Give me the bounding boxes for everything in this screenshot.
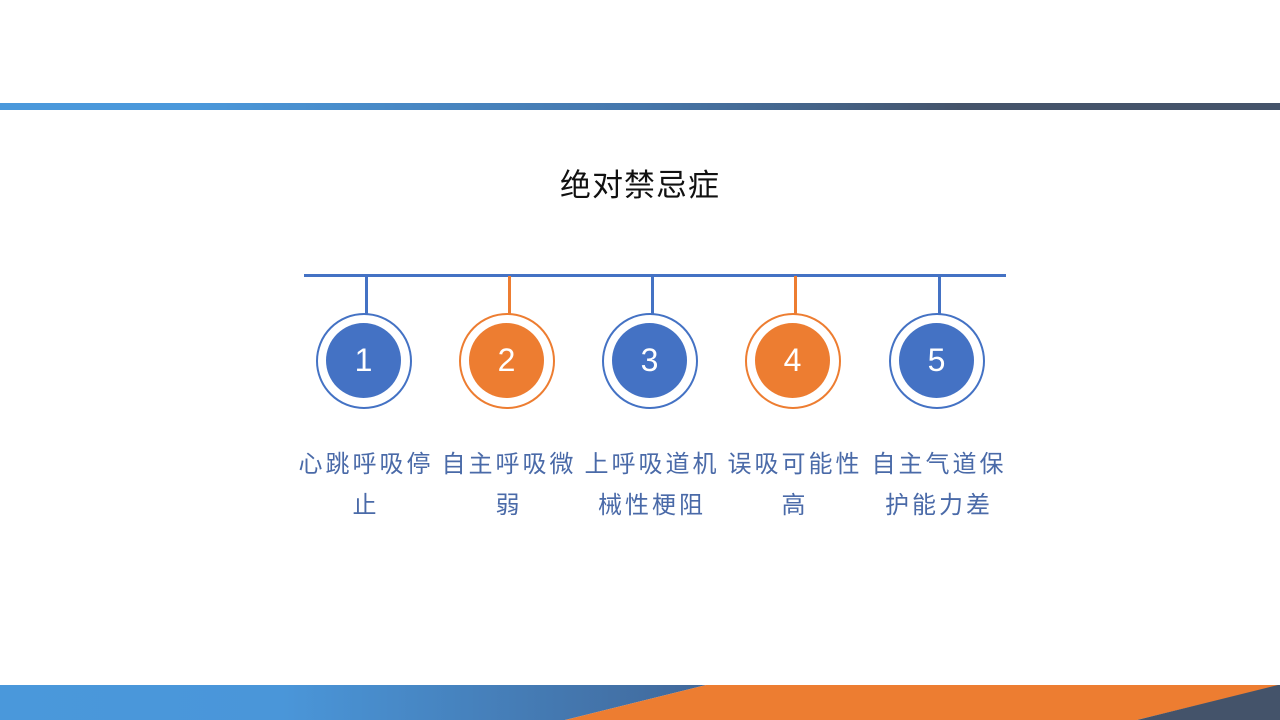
number-badge: 4 [755,323,830,398]
connector [508,276,511,314]
item-label: 自主呼吸微弱 [441,450,577,519]
connector [651,276,654,314]
connector [938,276,941,314]
slide-title: 绝对禁忌症 [560,168,720,204]
number-badge: 2 [469,323,544,398]
top-decorative-bar [0,103,1280,110]
number-badge: 3 [612,323,687,398]
connector [794,276,797,314]
ring: 5 [889,313,985,409]
ring: 2 [459,313,555,409]
bottom-decorative-bar [0,685,1280,720]
ring: 4 [745,313,841,409]
number-badge: 5 [899,323,974,398]
ring: 1 [316,313,412,409]
item-label: 误吸可能性高 [727,450,863,519]
connector [365,276,368,314]
ring: 3 [602,313,698,409]
item-label: 上呼吸道机械性梗阻 [584,450,720,519]
item-label: 自主气道保护能力差 [871,450,1007,519]
item-label: 心跳呼吸停止 [298,450,434,519]
timeline-line [304,274,1006,277]
number-badge: 1 [326,323,401,398]
